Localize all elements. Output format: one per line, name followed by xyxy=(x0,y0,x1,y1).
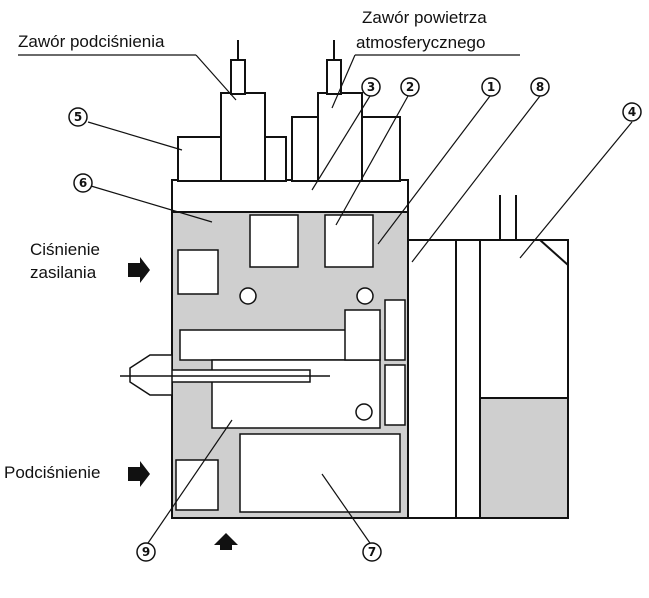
callout-4 xyxy=(622,102,642,122)
callout-2 xyxy=(400,77,420,97)
callout-2-text: 2 xyxy=(406,80,414,94)
vacuum-valve-label: Zawór podciśnienia xyxy=(18,32,165,51)
vacuum-arrow-icon xyxy=(128,461,150,487)
top-plate xyxy=(171,179,409,213)
vacuum-solenoid xyxy=(177,40,287,182)
callout-7 xyxy=(362,542,382,562)
callout-5-text: 5 xyxy=(74,110,82,124)
atm-valve-label-line1: Zawór powietrza xyxy=(362,8,487,27)
exhaust-arrow-icon xyxy=(214,533,238,550)
callout-8 xyxy=(530,77,550,97)
callout-6-text: 6 xyxy=(79,176,87,190)
callout-9-text: 9 xyxy=(142,545,150,559)
inner-channels xyxy=(175,214,406,513)
vacuum-label: Podciśnienie xyxy=(4,463,101,482)
callout-markers xyxy=(68,77,642,562)
callout-1 xyxy=(481,77,501,97)
callout-9 xyxy=(136,542,156,562)
atm-solenoid xyxy=(291,40,401,182)
callout-6 xyxy=(73,173,93,193)
callout-7-text: 7 xyxy=(368,545,376,559)
callout-3-text: 3 xyxy=(367,80,375,94)
atm-valve-label-line2: atmosferycznego xyxy=(356,33,486,52)
callout-4-text: 4 xyxy=(628,105,636,119)
leader-lines xyxy=(18,54,633,547)
callout-5 xyxy=(68,107,88,127)
right-housing xyxy=(407,195,569,519)
port-circles xyxy=(239,287,374,421)
supply-arrow-icon xyxy=(128,257,150,283)
callout-8-text: 8 xyxy=(536,80,544,94)
callout-numbers: 5 6 3 2 1 8 4 9 7 xyxy=(74,80,636,559)
callout-3 xyxy=(361,77,381,97)
callout-1-text: 1 xyxy=(487,80,495,94)
flow-arrows xyxy=(128,257,238,550)
supply-label-line1: Ciśnienie xyxy=(30,240,100,259)
piston-rod xyxy=(120,354,330,396)
supply-label-line2: zasilania xyxy=(30,263,97,282)
